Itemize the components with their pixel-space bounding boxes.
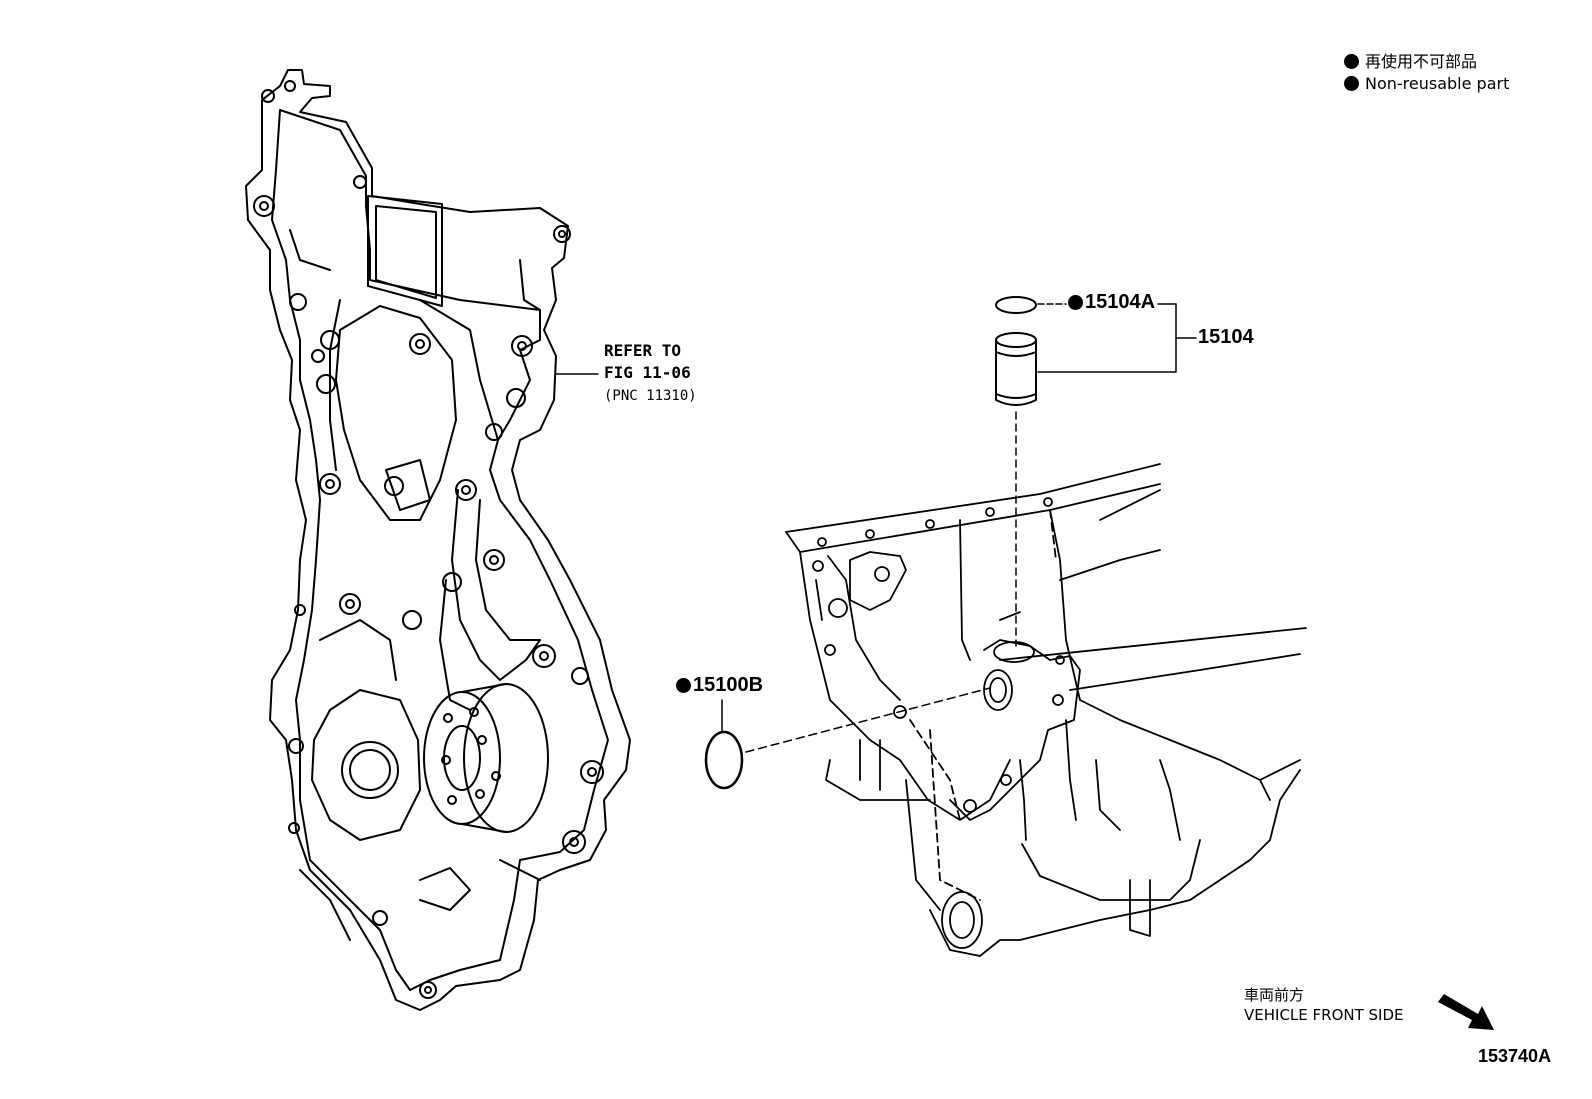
vehicle-front-jp: 車両前方 xyxy=(1244,986,1305,1004)
legend-en-text: Non-reusable part xyxy=(1365,74,1510,93)
o-ring-15104a-part xyxy=(995,296,1037,314)
cylinder-block xyxy=(785,463,1307,957)
part-label-15104[interactable]: 15104 xyxy=(1198,326,1254,348)
bullet-dot-icon xyxy=(1068,295,1083,310)
oil-strainer-15104-part xyxy=(995,332,1037,406)
figure-id: 153740A xyxy=(1478,1046,1552,1066)
legend-non-reusable-en: Non-reusable part xyxy=(1344,74,1509,93)
legend-jp-text: 再使用不可部品 xyxy=(1365,52,1478,71)
refer-line-3: (PNC 11310) xyxy=(604,388,697,404)
o-ring-insert-line xyxy=(745,687,991,753)
bullet-dot-icon xyxy=(1344,54,1359,69)
front-direction-arrow-icon xyxy=(1438,994,1494,1030)
timing-chain-cover xyxy=(245,69,631,1011)
vehicle-front-en: VEHICLE FRONT SIDE xyxy=(1244,1006,1404,1024)
assy-bracket-leader xyxy=(1037,303,1177,373)
bullet-dot-icon xyxy=(676,678,691,693)
o-ring-15100b-part xyxy=(704,730,744,790)
refer-line-2: FIG 11-06 xyxy=(604,363,691,382)
bullet-dot-icon xyxy=(1344,76,1359,91)
legend-non-reusable-jp: 再使用不可部品 xyxy=(1344,48,1477,72)
part-label-15104a[interactable]: 15104A xyxy=(1068,291,1155,314)
part-label-15100b[interactable]: 15100B xyxy=(676,674,763,697)
refer-line-1: REFER TO xyxy=(604,341,682,360)
